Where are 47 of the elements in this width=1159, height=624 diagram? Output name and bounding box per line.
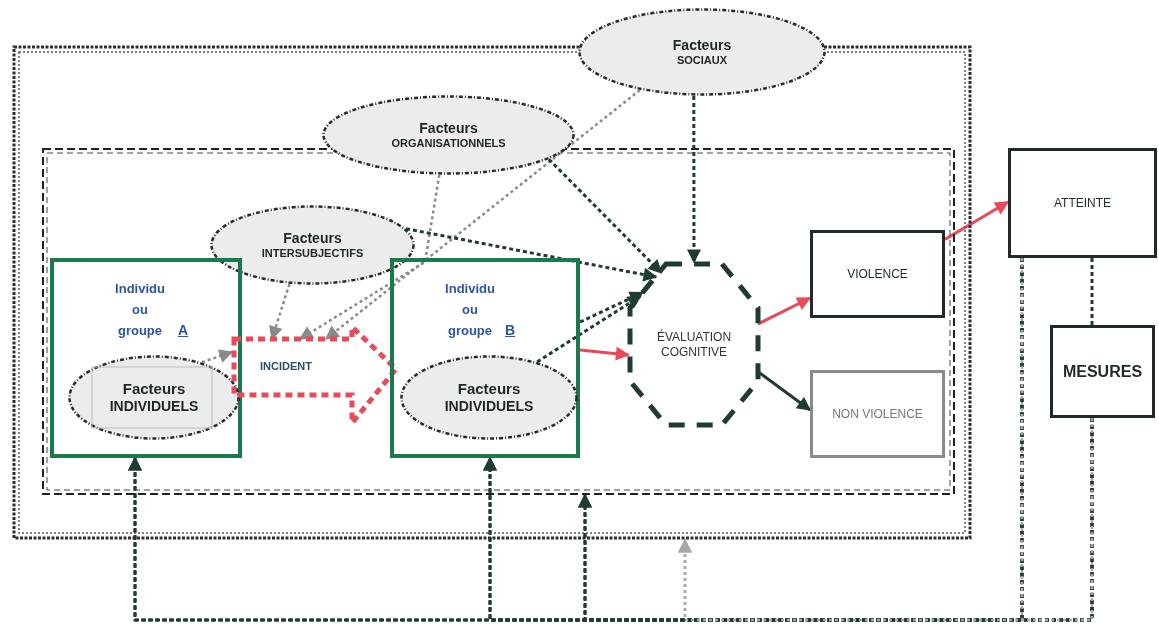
- ellipse-subtitle: INDIVIDUELS: [109, 398, 199, 415]
- group-letter: A: [178, 321, 189, 340]
- incident-label: INCIDENT: [260, 360, 312, 374]
- factor-ellipse: [578, 8, 826, 96]
- box-label: ATTEINTE: [1052, 195, 1113, 211]
- arrow: [944, 200, 1010, 241]
- outcome-box: [810, 230, 945, 318]
- outcome-box: [810, 370, 945, 458]
- ellipse-subtitle: ORGANISATIONNELS: [391, 136, 506, 150]
- arrow: [579, 346, 630, 361]
- ellipse-subtitle: INDIVIDUELS: [444, 398, 534, 415]
- arrow: [687, 95, 701, 264]
- arrow: [678, 418, 1094, 622]
- arrow: [547, 158, 663, 274]
- arrow: [324, 89, 641, 340]
- arrow: [298, 174, 441, 341]
- arrow: [757, 296, 812, 326]
- ellipse-subtitle: INTERSUBJECTIFS: [261, 246, 364, 260]
- group-letter: B: [505, 321, 516, 340]
- outcome-box: [1008, 148, 1157, 258]
- ellipse-title: Facteurs: [419, 120, 478, 137]
- ellipse-title: Facteurs: [672, 37, 732, 54]
- octagon-label: ÉVALUATION COGNITIVE: [655, 330, 733, 359]
- outcome-box: [1050, 325, 1155, 418]
- ellipse-title: Facteurs: [283, 230, 342, 247]
- factor-ellipse: [68, 355, 240, 440]
- dashed-frame: [42, 148, 955, 495]
- evaluation-octagon: [628, 262, 760, 427]
- ellipse-title: Facteurs: [457, 380, 521, 399]
- ellipse-title: Facteurs: [122, 380, 186, 399]
- arrow: [536, 294, 642, 364]
- arrow: [578, 418, 1094, 622]
- factor-ellipse: [400, 355, 578, 440]
- box-label: VIOLENCE: [846, 266, 909, 282]
- incident-arrow-shape: [232, 325, 398, 425]
- arrow: [579, 291, 644, 324]
- arrow: [201, 349, 234, 364]
- ellipse-subtitle: SOCIAUX: [676, 53, 728, 67]
- factor-ellipse: [322, 95, 575, 175]
- factor-ellipse: [210, 205, 415, 285]
- actor-panel: [50, 258, 242, 458]
- actor-label: Individu ou groupe: [114, 280, 166, 340]
- box-label: MESURES: [1061, 361, 1144, 382]
- actor-panel: [390, 258, 580, 458]
- box-label: NON VIOLENCE: [831, 406, 924, 422]
- actor-label: Individu ou groupe: [444, 280, 496, 340]
- arrow: [405, 227, 658, 282]
